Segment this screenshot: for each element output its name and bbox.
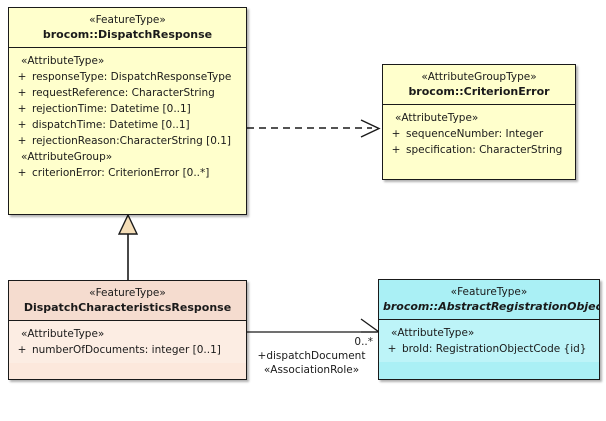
- visibility-marker: +: [17, 87, 27, 99]
- attribute-row[interactable]: + requestReference: CharacterString: [12, 85, 243, 101]
- visibility-marker: +: [17, 135, 27, 147]
- class-name: brocom::DispatchResponse: [42, 28, 213, 41]
- attribute-group-stereotype: «AttributeGroup»: [21, 151, 113, 163]
- class-stereotype: «FeatureType»: [89, 287, 166, 299]
- attribute-signature: dispatchTime: Datetime [0..1]: [32, 119, 190, 131]
- visibility-marker: +: [391, 128, 401, 140]
- attribute-row[interactable]: + rejectionTime: Datetime [0..1]: [12, 101, 243, 117]
- attribute-group-stereotype: «AttributeType»: [395, 112, 479, 124]
- attribute-signature: broId: RegistrationObjectCode {id}: [402, 343, 587, 355]
- dependency-edge: [247, 119, 381, 138]
- visibility-marker: +: [17, 167, 27, 179]
- attribute-row[interactable]: + specification: CharacterString: [386, 142, 572, 158]
- class-attributes-compartment: «AttributeType» + numberOfDocuments: int…: [9, 321, 246, 363]
- visibility-marker: +: [17, 344, 27, 356]
- attribute-signature: sequenceNumber: Integer: [406, 128, 544, 140]
- uml-class-dispatch-response[interactable]: «FeatureType» brocom::DispatchResponse «…: [8, 7, 247, 215]
- class-attributes-compartment: «AttributeType» + responseType: Dispatch…: [9, 48, 246, 186]
- attribute-signature: criterionError: CriterionError [0..*]: [32, 167, 210, 179]
- visibility-marker: +: [17, 71, 27, 83]
- dependency-open-arrowhead: [360, 119, 381, 138]
- visibility-marker: +: [391, 144, 401, 156]
- attribute-group-stereotype: «AttributeType»: [21, 328, 105, 340]
- attribute-row[interactable]: + broId: RegistrationObjectCode {id}: [382, 341, 596, 357]
- attribute-signature: responseType: DispatchResponseType: [32, 71, 232, 83]
- attribute-row[interactable]: + criterionError: CriterionError [0..*]: [12, 165, 243, 181]
- uml-class-criterion-error[interactable]: «AttributeGroupType» brocom::CriterionEr…: [382, 64, 576, 180]
- class-attributes-compartment: «AttributeType» + broId: RegistrationObj…: [379, 320, 599, 362]
- attribute-row[interactable]: + responseType: DispatchResponseType: [12, 69, 243, 85]
- class-stereotype: «FeatureType»: [450, 286, 528, 298]
- class-header: «FeatureType» brocom::AbstractRegistrati…: [379, 280, 599, 320]
- attribute-row[interactable]: + rejectionReason:CharacterString [0.1]: [12, 133, 243, 149]
- class-name: brocom::AbstractRegistrationObject: [383, 300, 600, 313]
- class-header: «FeatureType» DispatchCharacteristicsRes…: [9, 281, 246, 321]
- generalization-edge: [117, 213, 139, 280]
- association-open-arrowhead: [360, 318, 382, 333]
- class-name: DispatchCharacteristicsResponse: [23, 301, 232, 314]
- class-attributes-compartment: «AttributeType» + sequenceNumber: Intege…: [383, 105, 575, 163]
- class-stereotype: «FeatureType»: [89, 14, 166, 26]
- generalization-hollow-triangle: [117, 213, 139, 235]
- association-role-stereotype-label: «AssociationRole»: [263, 364, 360, 376]
- attribute-signature: requestReference: CharacterString: [32, 87, 215, 99]
- class-header: «AttributeGroupType» brocom::CriterionEr…: [383, 65, 575, 105]
- uml-class-abstract-registration-object[interactable]: «FeatureType» brocom::AbstractRegistrati…: [378, 279, 600, 380]
- attribute-signature: specification: CharacterString: [406, 144, 563, 156]
- visibility-marker: +: [17, 119, 27, 131]
- class-name: brocom::CriterionError: [408, 85, 550, 98]
- attribute-signature: numberOfDocuments: integer [0..1]: [32, 344, 221, 356]
- attribute-row[interactable]: + sequenceNumber: Integer: [386, 126, 572, 142]
- attribute-group-stereotype: «AttributeType»: [21, 55, 105, 67]
- association-edge: [247, 318, 382, 333]
- class-stereotype: «AttributeGroupType»: [421, 71, 537, 83]
- attribute-row[interactable]: + dispatchTime: Datetime [0..1]: [12, 117, 243, 133]
- attribute-signature: rejectionReason:CharacterString [0.1]: [32, 135, 232, 147]
- attribute-signature: rejectionTime: Datetime [0..1]: [32, 103, 191, 115]
- attribute-row[interactable]: + numberOfDocuments: integer [0..1]: [12, 342, 243, 358]
- association-role-name-label: +dispatchDocument: [257, 350, 366, 362]
- class-header: «FeatureType» brocom::DispatchResponse: [9, 8, 246, 48]
- visibility-marker: +: [387, 343, 397, 355]
- attribute-group-stereotype: «AttributeType»: [391, 327, 475, 339]
- association-multiplicity-label: 0..*: [354, 336, 373, 348]
- visibility-marker: +: [17, 103, 27, 115]
- uml-class-dispatch-characteristics-response[interactable]: «FeatureType» DispatchCharacteristicsRes…: [8, 280, 247, 380]
